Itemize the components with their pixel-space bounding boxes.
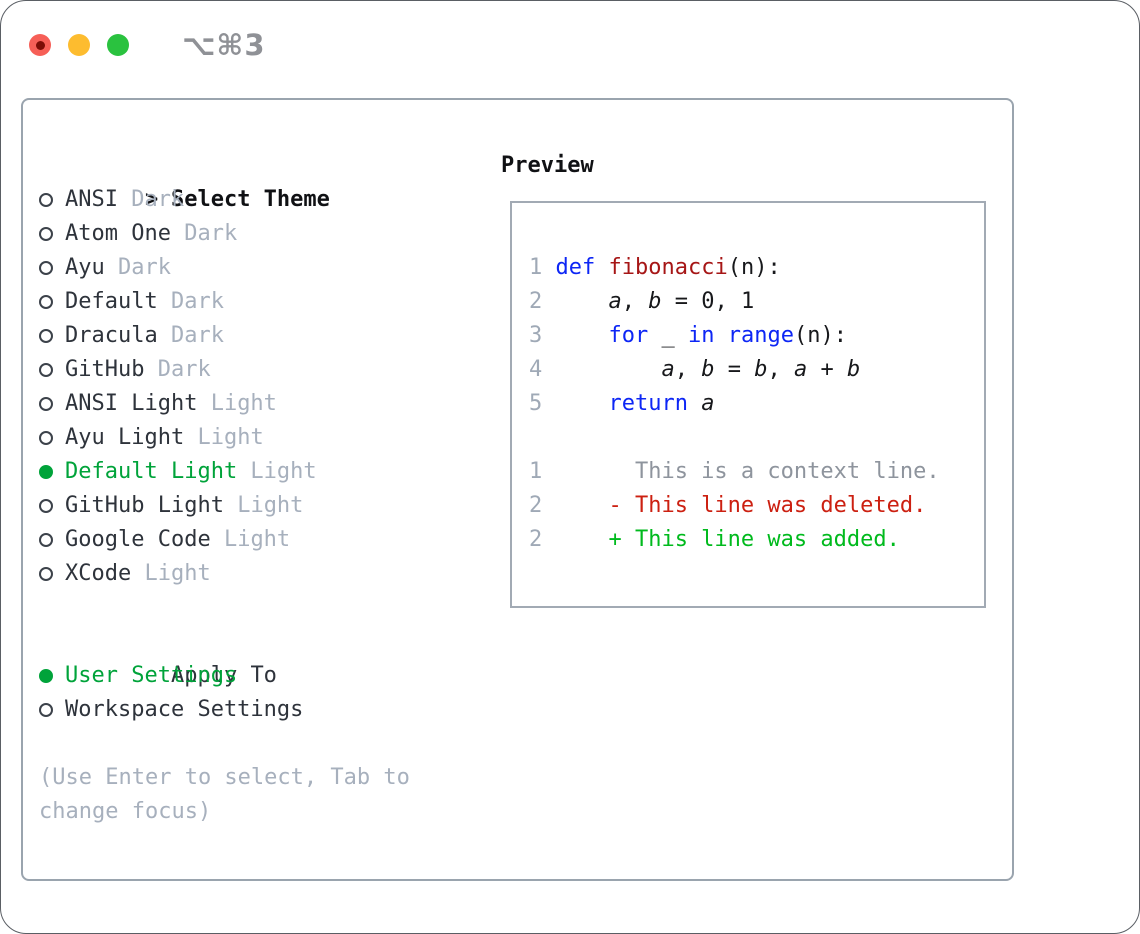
minimize-button[interactable]: [68, 34, 90, 56]
close-button-dot-icon: [35, 40, 45, 50]
theme-name: Default Light: [65, 459, 238, 484]
theme-name: XCode: [65, 561, 132, 586]
help-text-line1: (Use Enter to select, Tab to: [39, 765, 410, 790]
theme-option-atom-one[interactable]: Atom One Dark: [39, 217, 410, 251]
apply-option-workspace-settings[interactable]: Workspace Settings: [39, 693, 410, 727]
theme-variant-label: Light: [184, 425, 264, 450]
line-number: 1: [529, 255, 543, 280]
preview-heading: Preview: [501, 153, 594, 178]
diff-line-context: 1 This is a context line.: [529, 455, 984, 489]
theme-variant-label: Dark: [170, 221, 238, 246]
line-number: 4: [529, 357, 543, 382]
code-line: 4 a, b = b, a + b: [529, 353, 984, 387]
theme-name: Atom One: [65, 221, 171, 246]
spacer-row: [39, 727, 410, 761]
theme-name: Ayu Light: [65, 425, 185, 450]
theme-option-dracula[interactable]: Dracula Dark: [39, 319, 410, 353]
theme-name: Google Code: [65, 527, 211, 552]
theme-variant-label: Dark: [104, 255, 171, 280]
theme-name: ANSI Light: [65, 391, 198, 416]
apply-option-label: Workspace Settings: [65, 697, 304, 722]
code-line: 5 return a: [529, 387, 984, 421]
radio-icon: [39, 227, 53, 241]
line-number: 3: [529, 323, 543, 348]
theme-name: GitHub Light: [65, 493, 224, 518]
theme-variant-label: Light: [197, 391, 277, 416]
code-line: 3 for _ in range(n):: [529, 319, 984, 353]
radio-icon: [39, 329, 53, 343]
titlebar: ⌥⌘3: [29, 28, 266, 62]
keyboard-shortcut-label: ⌥⌘3: [182, 28, 266, 62]
theme-variant-label: Light: [237, 459, 317, 484]
help-text-line2: change focus): [39, 799, 212, 824]
cursor-icon: >: [144, 187, 159, 212]
diff-line-text: + This line was added.: [555, 527, 900, 552]
theme-option-ayu-light[interactable]: Ayu Light Light: [39, 421, 410, 455]
radio-selected-icon: [39, 669, 53, 683]
theme-option-github[interactable]: GitHub Dark: [39, 353, 410, 387]
zoom-button[interactable]: [107, 34, 129, 56]
radio-icon: [39, 533, 53, 547]
diff-line-text: - This line was deleted.: [555, 493, 927, 518]
theme-name: Default: [65, 289, 158, 314]
diff-line-text: This is a context line.: [555, 459, 940, 484]
theme-name: ANSI: [65, 187, 118, 212]
radio-icon: [39, 703, 53, 717]
line-number: 2: [529, 289, 543, 314]
line-number: 1: [529, 459, 543, 484]
radio-selected-icon: [39, 465, 53, 479]
theme-option-github-light[interactable]: GitHub Light Light: [39, 489, 410, 523]
theme-option-default-light[interactable]: Default Light Light: [39, 455, 410, 489]
theme-variant-label: Light: [223, 493, 304, 518]
radio-icon: [39, 431, 53, 445]
theme-variant-label: Light: [210, 527, 291, 552]
spacer-line: [529, 421, 984, 455]
apply-to-heading: Apply To: [170, 663, 277, 688]
theme-option-ayu[interactable]: Ayu Dark: [39, 251, 410, 285]
radio-icon: [39, 567, 53, 581]
theme-option-google-code[interactable]: Google Code Light: [39, 523, 410, 557]
theme-list-heading: Select Theme: [170, 187, 330, 212]
theme-variant-label: Dark: [157, 289, 224, 314]
radio-icon: [39, 295, 53, 309]
line-number: 5: [529, 391, 543, 416]
code-line: 2 a, b = 0, 1: [529, 285, 984, 319]
apply-option-label: User Settings: [65, 663, 238, 688]
theme-option-ansi-light[interactable]: ANSI Light Light: [39, 387, 410, 421]
diff-line-added: 2 + This line was added.: [529, 523, 984, 557]
theme-name: Ayu: [65, 255, 105, 280]
line-number: 2: [529, 527, 543, 552]
diff-line-deleted: 2 - This line was deleted.: [529, 489, 984, 523]
theme-option-ansi[interactable]: ANSI Dark: [39, 183, 410, 217]
radio-icon: [39, 193, 53, 207]
theme-list-heading-row: > Select Theme: [39, 149, 410, 212]
spacer-row: [39, 591, 410, 625]
theme-name: Dracula: [65, 323, 158, 348]
radio-icon: [39, 261, 53, 275]
apply-option-user-settings[interactable]: User Settings: [39, 659, 410, 693]
line-number: 2: [529, 493, 543, 518]
radio-icon: [39, 499, 53, 513]
theme-variant-label: Dark: [144, 357, 211, 382]
close-button[interactable]: [29, 34, 51, 56]
theme-variant-label: Dark: [157, 323, 224, 348]
theme-variant-label: Light: [131, 561, 211, 586]
theme-variant-label: Dark: [117, 187, 185, 212]
diff-block: 1 This is a context line.2 - This line w…: [529, 455, 984, 557]
radio-icon: [39, 363, 53, 377]
theme-name: GitHub: [65, 357, 145, 382]
theme-option-xcode[interactable]: XCode Light: [39, 557, 410, 591]
apply-to-heading-row: Apply To: [39, 625, 410, 688]
radio-icon: [39, 397, 53, 411]
theme-option-default[interactable]: Default Dark: [39, 285, 410, 319]
